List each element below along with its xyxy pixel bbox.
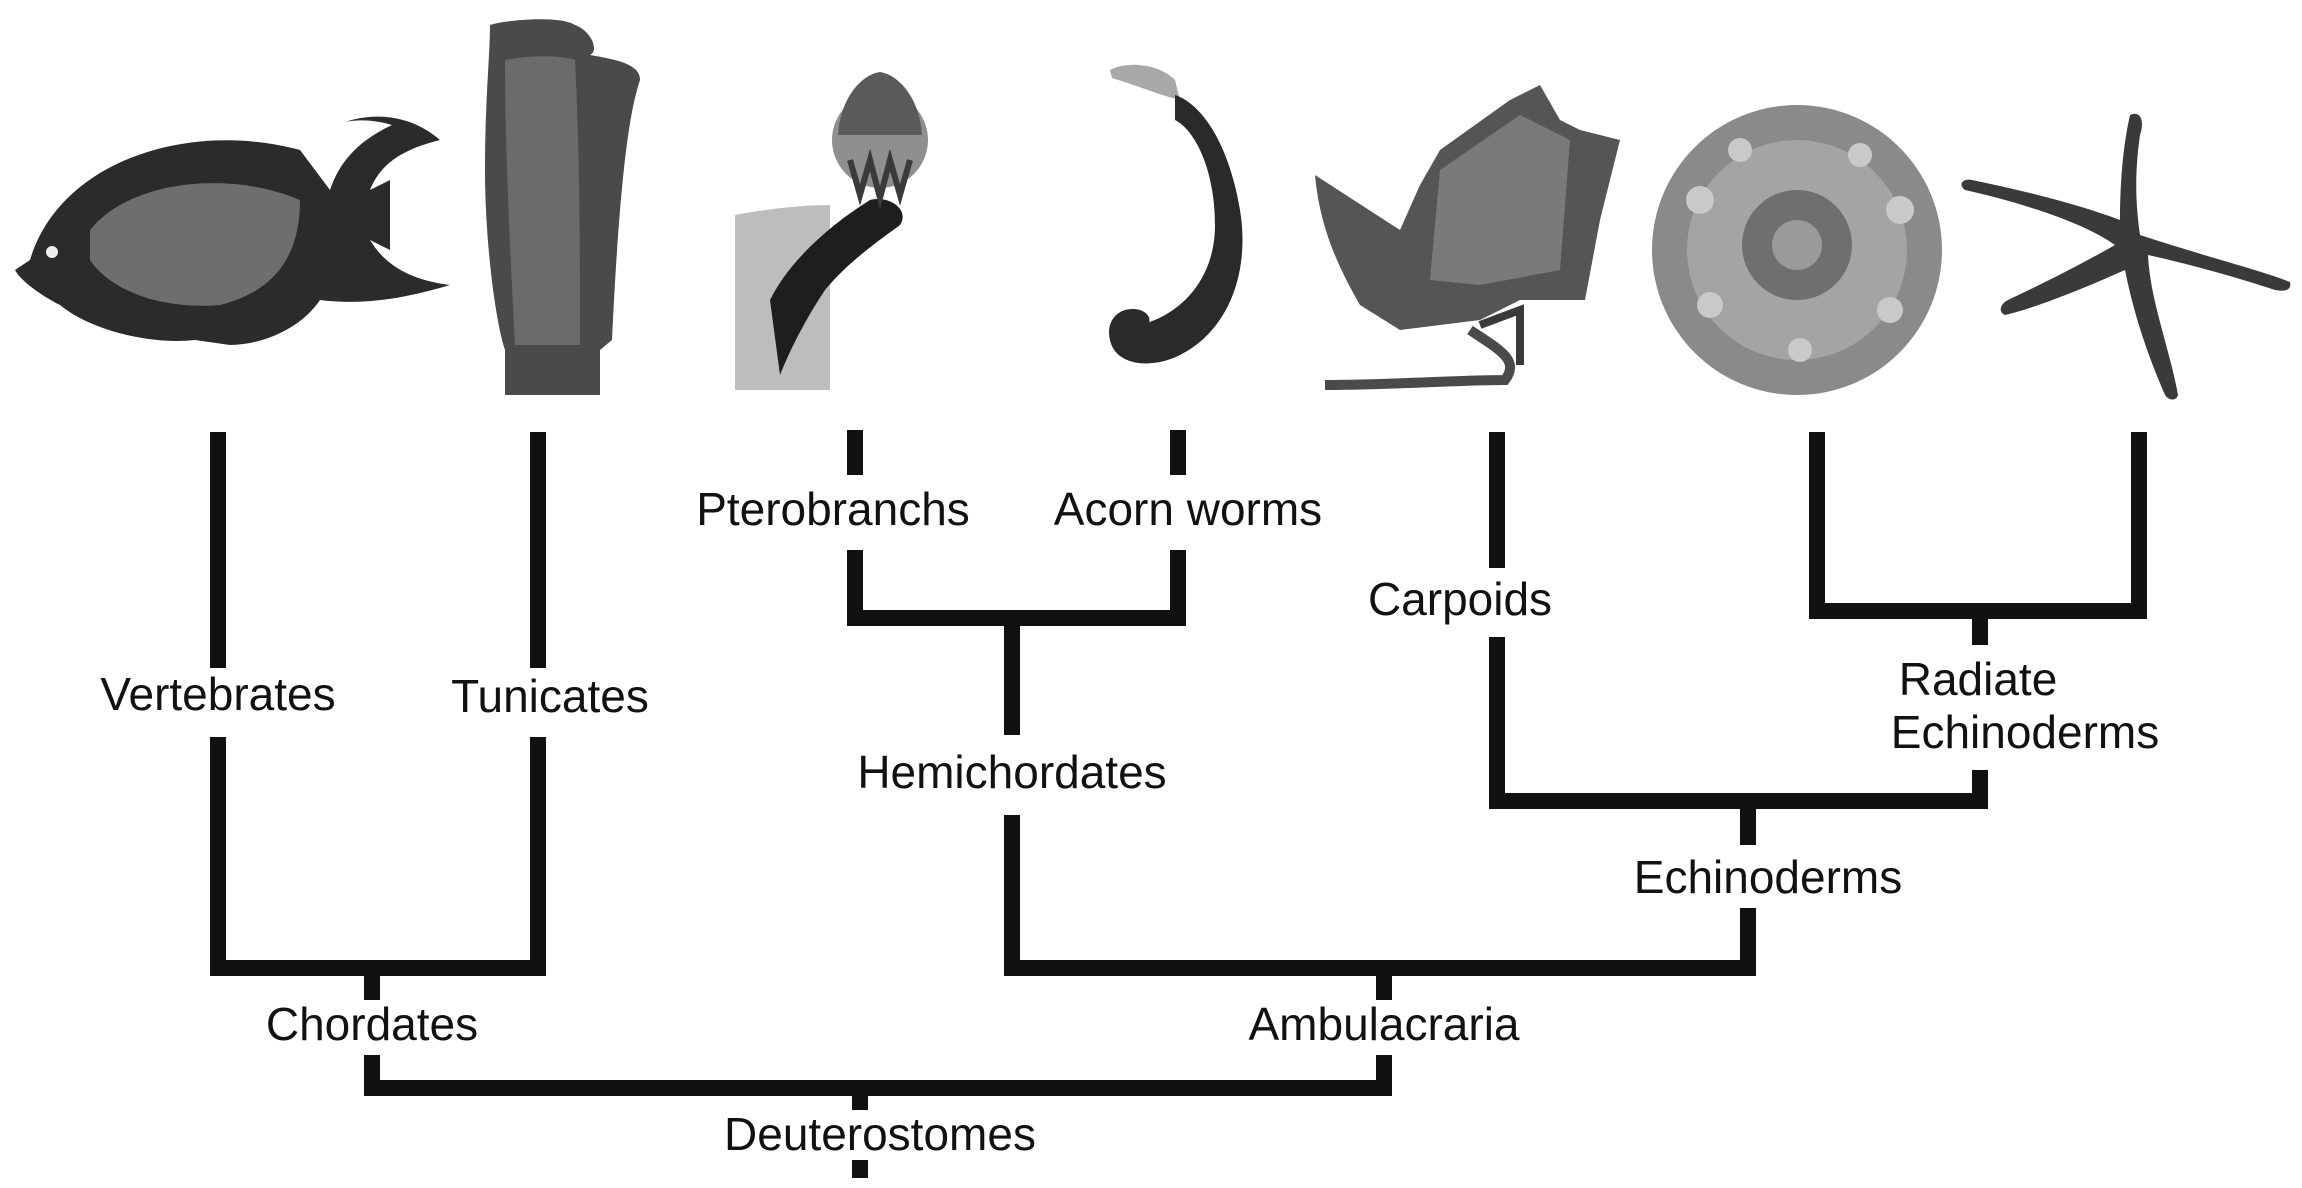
label-deuterostomes: Deuterostomes — [724, 1108, 1036, 1160]
carpoid-icon — [1315, 85, 1620, 385]
clade-labels: Vertebrates Tunicates Pterobranchs Acorn… — [100, 483, 2159, 1160]
label-tunicates: Tunicates — [451, 670, 649, 722]
label-ambulacraria: Ambulacraria — [1249, 998, 1520, 1050]
label-radiate-echinoderms-line2: Echinoderms — [1891, 706, 2159, 758]
label-radiate-echinoderms-line1: Radiate — [1899, 653, 2058, 705]
angelfish-icon — [15, 117, 450, 345]
starfish-icon — [1961, 114, 2290, 400]
label-echinoderms: Echinoderms — [1634, 851, 1902, 903]
sea-urchin-icon — [1652, 105, 1942, 395]
pterobranch-icon — [735, 72, 928, 390]
label-chordates: Chordates — [266, 998, 478, 1050]
label-acorn-worms: Acorn worms — [1054, 483, 1322, 535]
tunicate-icon — [485, 19, 640, 395]
label-pterobranchs: Pterobranchs — [696, 483, 970, 535]
label-vertebrates: Vertebrates — [100, 668, 335, 720]
label-carpoids: Carpoids — [1368, 573, 1552, 625]
label-hemichordates: Hemichordates — [857, 746, 1166, 798]
tree-lines — [210, 430, 2147, 1178]
acorn-worm-icon — [1109, 65, 1242, 364]
